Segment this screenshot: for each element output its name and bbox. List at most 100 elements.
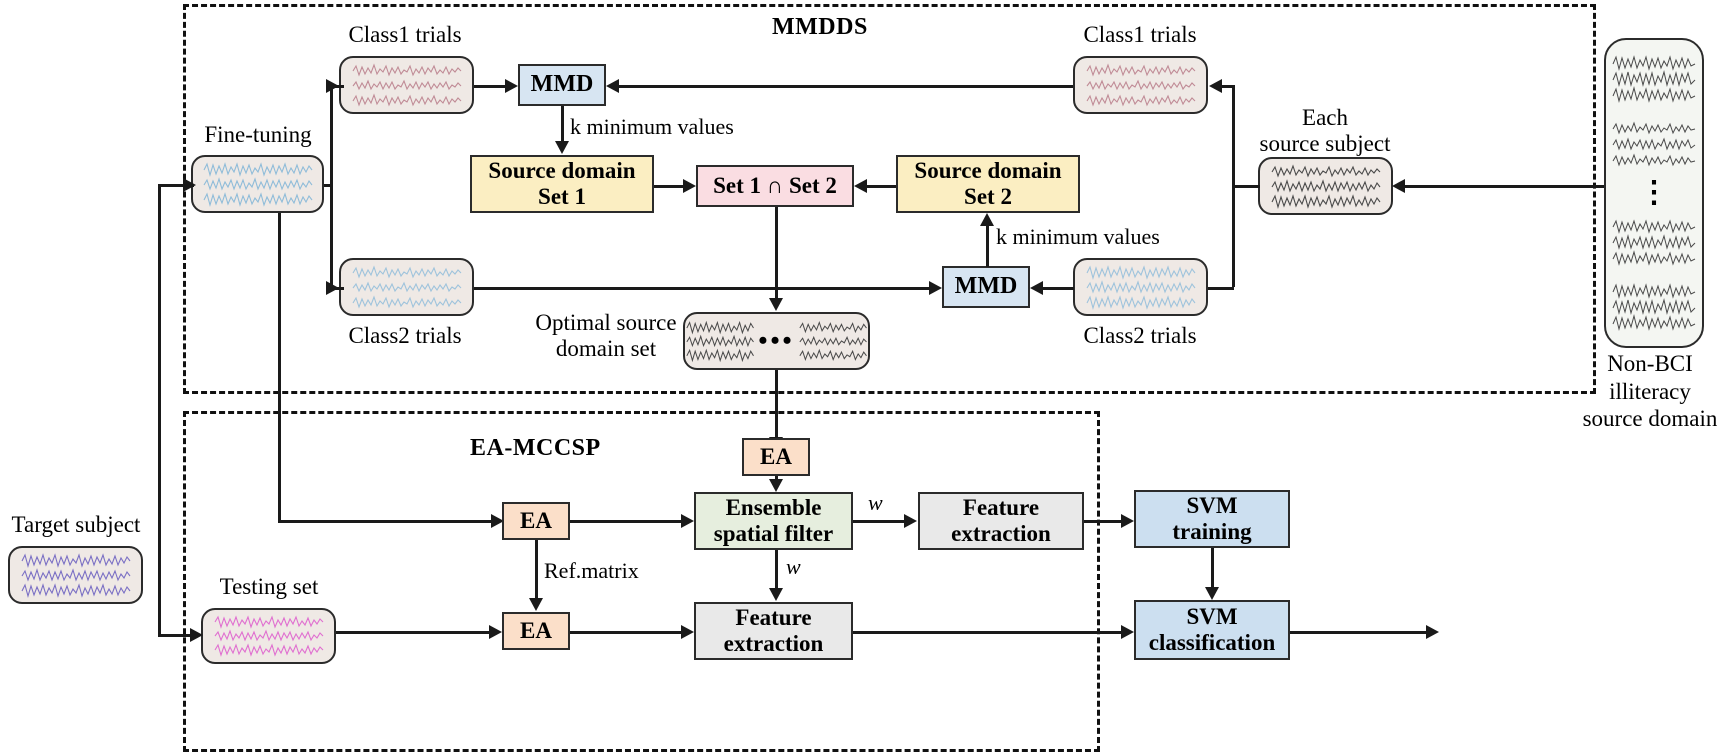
set-intersection-box: Set 1 ∩ Set 2 xyxy=(696,165,854,207)
ea-top-box: EA xyxy=(742,438,810,476)
eamccsp-title: EA-MCCSP xyxy=(470,435,601,461)
feature-extraction-top-box: Feature extraction xyxy=(918,492,1084,550)
target-subject-card xyxy=(8,546,143,604)
eeg-waveform-source-3 xyxy=(1612,219,1696,266)
feature-extraction-bottom-box: Feature extraction xyxy=(694,602,853,660)
arrow-set2-to-intersection xyxy=(854,179,867,193)
eeg-waveform-source-1 xyxy=(1612,54,1696,103)
k-minimum-values-top-label: k minimum values xyxy=(570,114,734,139)
fine-tuning-card xyxy=(191,155,324,213)
conn-svm-classification-output xyxy=(1290,631,1427,634)
each-source-subject-card xyxy=(1258,157,1393,215)
svm-training-box: SVM training xyxy=(1134,490,1290,548)
svm-training-line2: training xyxy=(1172,519,1252,544)
conn-svm-training-to-classification xyxy=(1211,548,1214,587)
conn-each-to-class2-right xyxy=(1208,287,1234,290)
conn-target-trunk-to-testing xyxy=(158,634,194,637)
arrow-testing-to-ea-bottom xyxy=(489,625,502,639)
source-set1-line2: Set 1 xyxy=(538,184,586,209)
source-set1-line1: Source domain xyxy=(488,157,636,183)
conn-feature-top-to-svm-training xyxy=(1084,520,1122,523)
eeg-waveform-optimal-b xyxy=(799,320,867,362)
conn-set1-to-intersection xyxy=(654,185,684,188)
optimal-source-domain-set-card: ••• xyxy=(683,312,870,370)
arrow-svm-classification-output xyxy=(1426,625,1439,639)
arrow-svm-training-to-classification xyxy=(1205,587,1219,600)
conn-ensemble-to-feature-top xyxy=(853,520,905,523)
arrow-finetune-to-class2-left xyxy=(326,281,339,295)
conn-ensemble-to-feature-bottom xyxy=(775,550,778,589)
w-right-label: w xyxy=(868,490,883,515)
arrow-each-to-class1-right xyxy=(1209,79,1222,93)
class1-trials-right-card xyxy=(1073,56,1208,114)
arrow-class1-right-to-mmd-top xyxy=(606,79,619,93)
conn-each-left-stub xyxy=(1232,185,1260,188)
arrow-ea-top-to-ensemble xyxy=(769,479,783,492)
eeg-waveform-class2-left xyxy=(352,265,461,309)
each-source-subject-line1: Each xyxy=(1302,105,1348,130)
ea-bottom-box: EA xyxy=(502,612,570,650)
arrow-target-to-finetune xyxy=(183,178,196,192)
ref-matrix-label: Ref.matrix xyxy=(544,558,639,583)
svm-classification-line1: SVM xyxy=(1186,603,1238,629)
arrow-ea-bottom-to-feature-bottom xyxy=(681,625,694,639)
source-domain-vertical-ellipsis: ⋮ xyxy=(1639,175,1669,209)
each-source-subject-line2: source subject xyxy=(1259,130,1391,156)
feature-top-line1: Feature xyxy=(962,494,1040,520)
arrow-set1-to-intersection xyxy=(683,179,696,193)
arrow-feature-bottom-to-svm-classification xyxy=(1121,625,1134,639)
k-minimum-values-bottom-label: k minimum values xyxy=(996,224,1160,249)
fine-tuning-label: Fine-tuning xyxy=(204,122,312,147)
arrow-class1-left-to-mmd-top xyxy=(505,79,518,93)
ensemble-line2: spatial filter xyxy=(713,521,834,546)
non-bci-label-line1: Non-BCI illiteracy xyxy=(1607,351,1693,404)
arrow-finetune-to-ea-mid xyxy=(491,514,504,528)
conn-finetune-right-stub xyxy=(324,184,332,187)
mmd-bottom-box: MMD xyxy=(942,266,1030,308)
arrow-finetune-to-class1-left xyxy=(326,79,339,93)
ensemble-spatial-filter-box: Ensemble spatial filter xyxy=(694,492,853,550)
mmd-top-box: MMD xyxy=(518,64,606,106)
class2-trials-left-card xyxy=(339,258,474,316)
optimal-label-line2: domain set xyxy=(555,335,657,361)
eeg-waveform-fine-tuning xyxy=(203,162,312,207)
feature-bottom-line1: Feature xyxy=(735,604,812,630)
conn-set2-to-intersection xyxy=(866,185,896,188)
non-bci-illiteracy-label: Non-BCI illiteracy source domain xyxy=(1576,350,1724,433)
testing-set-label: Testing set xyxy=(219,574,319,599)
conn-class2-right-to-mmd-bottom xyxy=(1042,287,1074,290)
ensemble-line1: Ensemble xyxy=(725,494,822,520)
optimal-source-domain-set-label: Optimal source domain set xyxy=(526,310,686,362)
target-subject-label: Target subject xyxy=(11,512,141,537)
w-down-label: w xyxy=(786,554,801,579)
source-set2-line1: Source domain xyxy=(914,157,1062,183)
arrow-ensemble-to-feature-bottom xyxy=(769,588,783,601)
eeg-waveform-source-4 xyxy=(1612,283,1696,332)
arrow-target-trunk-to-testing xyxy=(190,628,203,642)
conn-ea-mid-to-ea-bottom xyxy=(535,540,538,598)
conn-optimal-to-ea-top xyxy=(775,370,778,438)
class2-trials-left-label: Class2 trials xyxy=(348,323,462,348)
non-bci-label-line2: source domain xyxy=(1582,406,1718,432)
source-domain-set1-box: Source domain Set 1 xyxy=(470,155,654,213)
conn-feature-bottom-to-svm-classification xyxy=(853,631,1122,634)
conn-finetune-down-to-ea-h xyxy=(278,520,500,523)
svm-classification-line2: classification xyxy=(1148,630,1276,655)
arrow-ensemble-to-feature-top xyxy=(904,514,917,528)
conn-finetune-down-to-ea xyxy=(278,213,281,520)
arrow-ea-mid-to-ensemble xyxy=(681,514,694,528)
class2-trials-right-label: Class2 trials xyxy=(1083,323,1197,348)
each-source-subject-label: Each source subject xyxy=(1230,105,1420,157)
eeg-waveform-each-source-subject xyxy=(1271,164,1380,209)
conn-class2-left-to-mmd-bottom xyxy=(474,287,930,290)
conn-ea-bottom-to-feature-bottom xyxy=(570,631,682,634)
conn-class1-right-to-mmd-top xyxy=(618,85,1073,88)
conn-mmd-top-to-set1 xyxy=(561,106,564,142)
eeg-waveform-optimal-a xyxy=(686,320,754,363)
conn-target-to-finetune xyxy=(158,184,194,187)
conn-each-to-class1-right xyxy=(1222,85,1234,88)
source-set2-line2: Set 2 xyxy=(964,184,1012,209)
eeg-waveform-class1-right xyxy=(1086,63,1195,107)
feature-bottom-line2: extraction xyxy=(723,631,824,656)
